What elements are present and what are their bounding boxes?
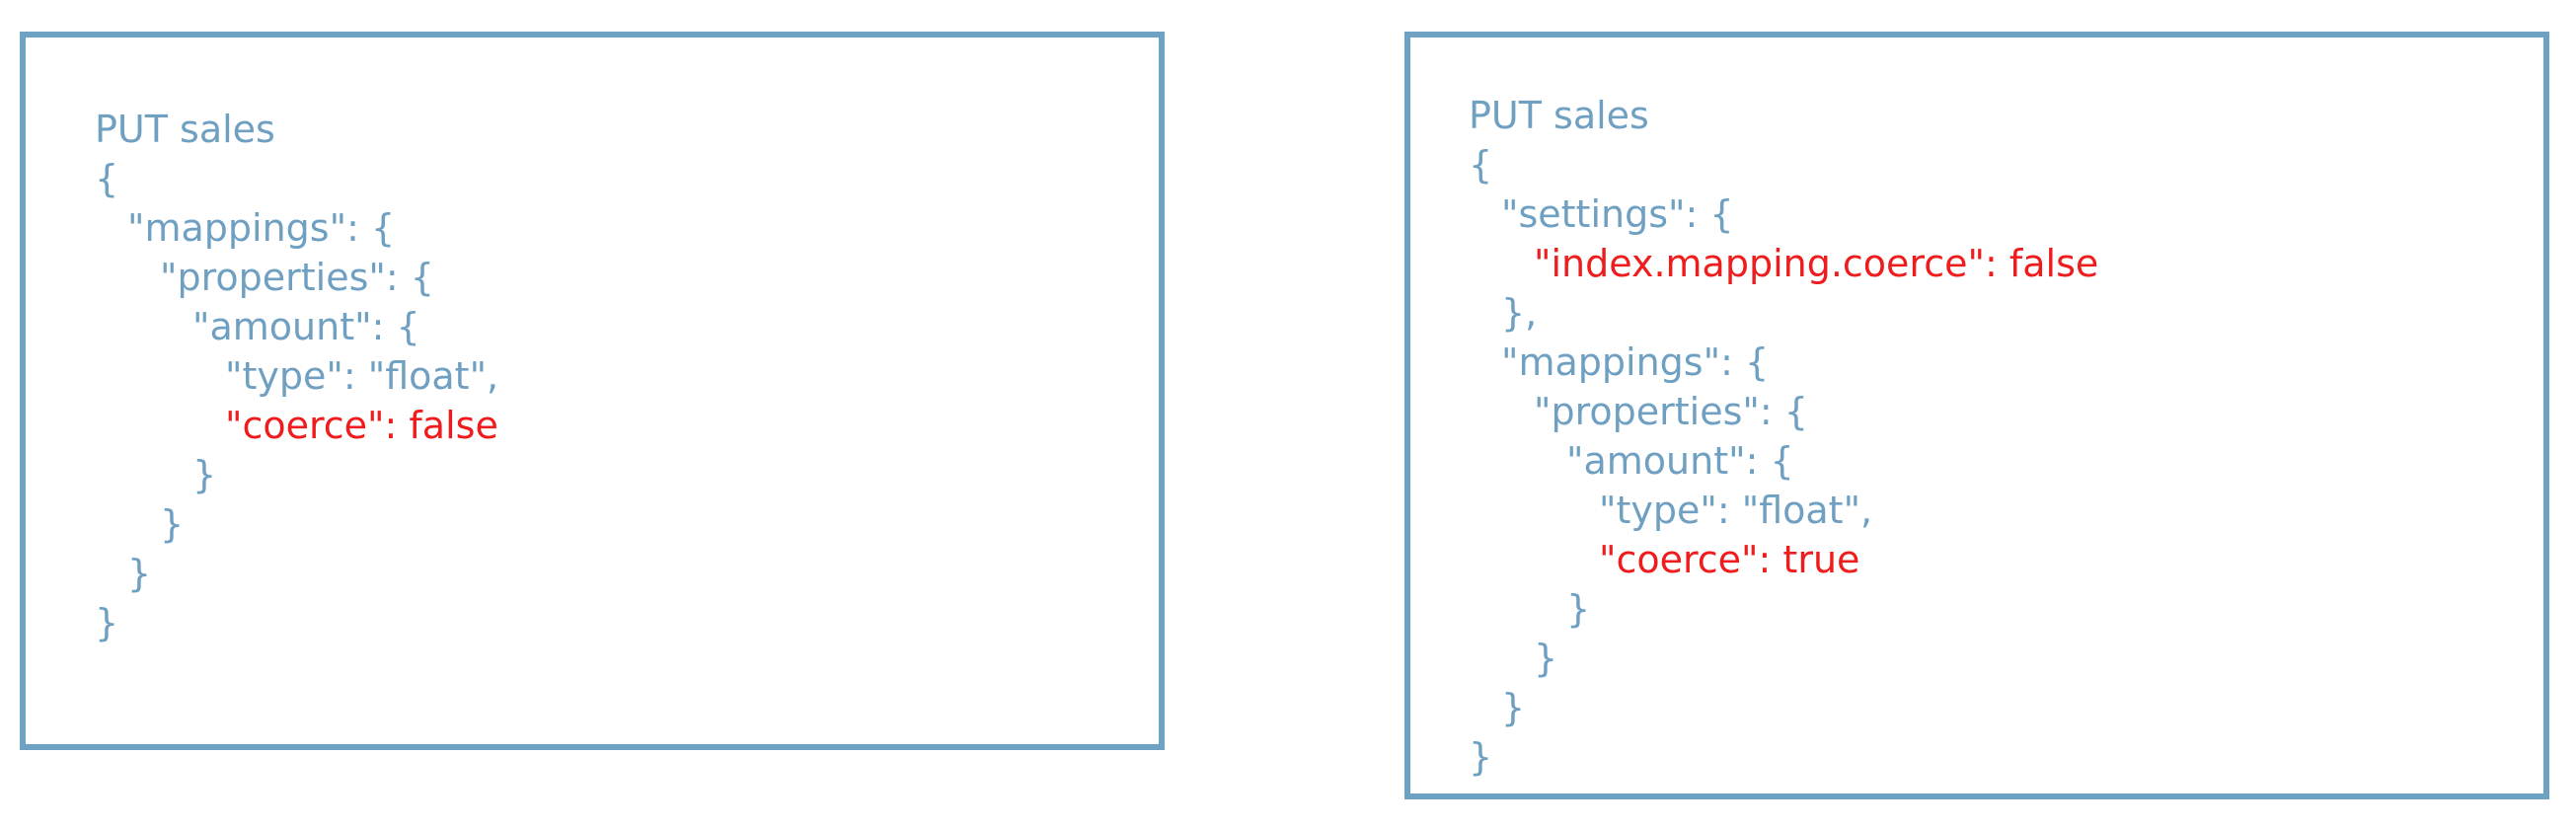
code-line: } bbox=[192, 453, 217, 496]
code-line: } bbox=[1469, 735, 1493, 779]
code-line: "settings": { bbox=[1501, 192, 1734, 236]
code-line: } bbox=[1566, 587, 1591, 631]
code-line: } bbox=[127, 552, 152, 595]
code-line: } bbox=[160, 502, 185, 546]
code-line: { bbox=[95, 157, 119, 200]
code-line: } bbox=[1501, 686, 1526, 729]
code-line: "amount": { bbox=[192, 305, 420, 348]
code-panel-coerce-index-level: PUT sales {"settings": { "index.mapping.co… bbox=[1404, 32, 2549, 799]
code-line: "mappings": { bbox=[1501, 340, 1770, 384]
code-line: "type": "float", bbox=[225, 354, 499, 398]
code-line: "properties": { bbox=[1534, 390, 1808, 433]
code-line: "type": "float", bbox=[1599, 489, 1873, 532]
code-line-highlighted: "coerce": false bbox=[225, 404, 498, 447]
code-line: { bbox=[1469, 143, 1493, 187]
code-line: PUT sales bbox=[1469, 94, 1649, 137]
code-line-highlighted: "coerce": true bbox=[1599, 538, 1860, 581]
code-block: PUT sales {"mappings": { "properties": { "a… bbox=[95, 105, 498, 647]
code-line: PUT sales bbox=[95, 108, 275, 151]
code-line: } bbox=[1534, 637, 1558, 680]
code-block: PUT sales {"settings": { "index.mapping.co… bbox=[1469, 91, 2098, 782]
code-line: "amount": { bbox=[1566, 439, 1794, 483]
code-line: "properties": { bbox=[160, 256, 434, 299]
code-panel-coerce-field-level: PUT sales {"mappings": { "properties": { "a… bbox=[20, 32, 1165, 750]
code-line: "mappings": { bbox=[127, 206, 396, 250]
code-line: } bbox=[95, 601, 119, 644]
code-line: }, bbox=[1501, 291, 1538, 335]
code-line-highlighted: "index.mapping.coerce": false bbox=[1534, 242, 2099, 285]
